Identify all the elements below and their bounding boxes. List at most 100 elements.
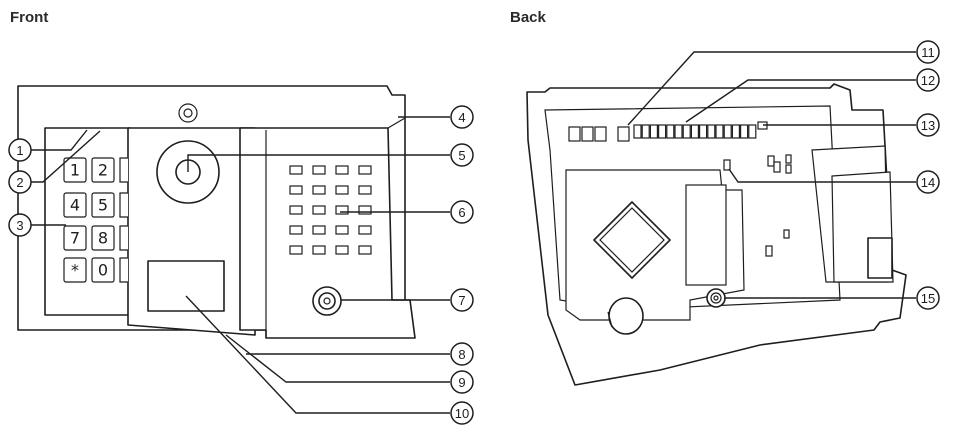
- speaker-slot: [358, 225, 372, 235]
- speaker-slot: [289, 185, 303, 195]
- speaker-slot: [335, 225, 349, 235]
- callout-11: 11: [916, 40, 940, 64]
- speaker-slot: [312, 205, 326, 215]
- keypad-key: 5: [91, 192, 115, 218]
- callout-1: 1: [8, 138, 32, 162]
- callout-13: 13: [916, 113, 940, 137]
- keypad-key-label: 0: [98, 261, 108, 280]
- keypad-key-label: *: [71, 261, 79, 280]
- terminal-pin: [649, 124, 659, 139]
- speaker-slot: [289, 165, 303, 175]
- keypad-key: *: [63, 257, 87, 283]
- callout-6: 6: [450, 200, 474, 224]
- keypad-key-label: 5: [98, 196, 108, 215]
- keypad-panel: [44, 127, 131, 316]
- callout-10: 10: [450, 401, 474, 425]
- keypad-key-partial: [119, 225, 128, 251]
- keypad-key-partial: [119, 157, 128, 183]
- front-heading: Front: [10, 9, 49, 26]
- speaker-slot: [358, 185, 372, 195]
- call-button: [312, 286, 342, 316]
- callout-4: 4: [450, 105, 474, 129]
- callout-2: 2: [8, 170, 32, 194]
- terminal-block: [617, 126, 630, 142]
- terminal-pin: [690, 124, 700, 139]
- jumper: [723, 159, 731, 171]
- terminal-pin: [723, 124, 732, 139]
- keypad-key-partial: [119, 192, 128, 218]
- keypad-key-label: 1: [70, 161, 80, 180]
- mount-knob: [607, 297, 644, 335]
- wire-block: [867, 237, 893, 279]
- callout-label: 1: [16, 143, 23, 158]
- tamper-switch-icon: [706, 288, 726, 308]
- speaker-slot: [289, 205, 303, 215]
- callout-label: 10: [455, 406, 469, 421]
- keypad-key: 0: [91, 257, 115, 283]
- top-lock-icon: [178, 103, 198, 123]
- side-panel: [239, 127, 416, 339]
- callout-label: 15: [921, 291, 935, 306]
- terminal-pin: [641, 124, 650, 139]
- callout-label: 11: [921, 45, 935, 60]
- jumper: [785, 154, 792, 164]
- jumper: [785, 164, 792, 174]
- terminal-block: [568, 126, 581, 142]
- terminal-strip: [568, 124, 757, 142]
- callout-label: 2: [16, 175, 23, 190]
- terminal-pin: [748, 124, 757, 139]
- back-view: [526, 83, 907, 386]
- terminal-pin: [698, 124, 708, 139]
- callout-label: 14: [921, 175, 935, 190]
- back-heading: Back: [510, 9, 546, 26]
- terminal-pin: [739, 124, 749, 139]
- keypad-key: 2: [91, 157, 115, 183]
- callout-label: 5: [458, 148, 465, 163]
- callout-9: 9: [450, 370, 474, 394]
- terminal-pin: [666, 124, 675, 139]
- terminal-pin: [682, 124, 691, 139]
- keypad-key-partial: [119, 257, 128, 283]
- speaker-slot: [358, 205, 372, 215]
- speaker-slot: [335, 245, 349, 255]
- jumper: [773, 161, 781, 173]
- speaker-slot: [312, 165, 326, 175]
- callout-15: 15: [916, 286, 940, 310]
- callout-14: 14: [916, 170, 940, 194]
- callout-label: 9: [458, 375, 465, 390]
- speaker-slot: [335, 205, 349, 215]
- terminal-pin: [707, 124, 716, 139]
- callout-label: 4: [458, 110, 465, 125]
- terminal-pin: [657, 124, 667, 139]
- keypad-key: 4: [63, 192, 87, 218]
- callout-8: 8: [450, 342, 474, 366]
- terminal-pin: [715, 124, 724, 139]
- terminal-pin: [633, 124, 642, 139]
- callout-5: 5: [450, 143, 474, 167]
- callout-label: 3: [16, 218, 23, 233]
- keypad-key-label: 7: [70, 229, 80, 248]
- terminal-block: [581, 126, 594, 142]
- terminal-pin: [674, 124, 683, 139]
- jumper: [783, 229, 790, 239]
- callout-label: 8: [458, 347, 465, 362]
- keypad-key-label: 4: [70, 196, 80, 215]
- leader-lines: [31, 51, 916, 414]
- speaker-slot: [335, 165, 349, 175]
- speaker-slot: [358, 245, 372, 255]
- jumper: [765, 245, 773, 257]
- keypad-key: 8: [91, 225, 115, 251]
- callout-3: 3: [8, 213, 32, 237]
- speaker-grille: [289, 165, 372, 255]
- speaker-slot: [312, 225, 326, 235]
- callout-label: 7: [458, 293, 465, 308]
- keypad-key-label: 8: [98, 229, 108, 248]
- connector-board: [685, 184, 727, 286]
- speaker-slot: [289, 225, 303, 235]
- speaker-slot: [312, 245, 326, 255]
- terminal-pin: [731, 124, 741, 139]
- speaker-slot: [335, 185, 349, 195]
